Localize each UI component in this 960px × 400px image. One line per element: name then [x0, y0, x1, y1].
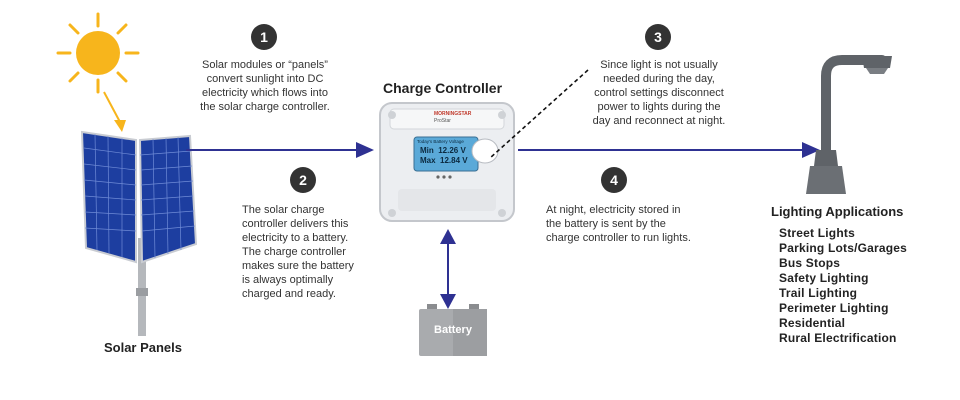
charge-controller-icon: MORNINGSTAR ProStar Today's Battery Volt…: [378, 101, 516, 223]
arrow-controller-battery: [440, 229, 456, 309]
list-item: Parking Lots/Garages: [779, 241, 908, 255]
arrow-controller-to-lights: [518, 142, 820, 158]
controller-screen-title: Today's Battery Voltage: [417, 139, 464, 144]
list-item: Rural Electrification: [779, 331, 897, 345]
step-1-text: Solar modules or “panels” convert sunlig…: [200, 59, 330, 113]
controller-brand: MORNINGSTAR: [434, 111, 472, 117]
list-item: Trail Lighting: [779, 286, 858, 300]
list-item: Street Lights: [779, 226, 855, 240]
lighting-applications-list: Street Lights Parking Lots/Garages Bus S…: [779, 226, 949, 346]
solar-panel-icon: [80, 130, 198, 336]
step-3-badge: 3: [645, 24, 671, 50]
list-item: Perimeter Lighting: [779, 301, 889, 315]
controller-screen-max: Max 12.84 V: [420, 156, 468, 165]
step-3-text: Since light is not usually needed during…: [592, 59, 726, 127]
step-4-text: At night, electricity stored in the batt…: [546, 204, 691, 244]
battery-label: Battery: [434, 324, 472, 336]
street-light-icon: [806, 55, 892, 194]
step-4-badge: 4: [601, 167, 627, 193]
list-item: Residential: [779, 316, 846, 330]
battery-icon: Battery: [419, 304, 487, 356]
controller-model: ProStar: [434, 118, 451, 124]
sunlight-arrow: [103, 91, 126, 132]
lighting-applications-title: Lighting Applications: [771, 204, 904, 219]
solar-panels-label: Solar Panels: [103, 340, 183, 355]
step-1-badge: 1: [251, 24, 277, 50]
charge-controller-label: Charge Controller: [383, 80, 503, 96]
list-item: Safety Lighting: [779, 271, 869, 285]
list-item: Bus Stops: [779, 256, 841, 270]
sun-icon: [56, 12, 140, 94]
step-3-pointer: [489, 69, 589, 159]
controller-screen-min: Min 12.26 V: [420, 146, 466, 155]
step-2-badge: 2: [290, 167, 316, 193]
step-2-text: The solar charge controller delivers thi…: [242, 204, 354, 300]
arrow-panels-to-controller: [186, 142, 374, 158]
